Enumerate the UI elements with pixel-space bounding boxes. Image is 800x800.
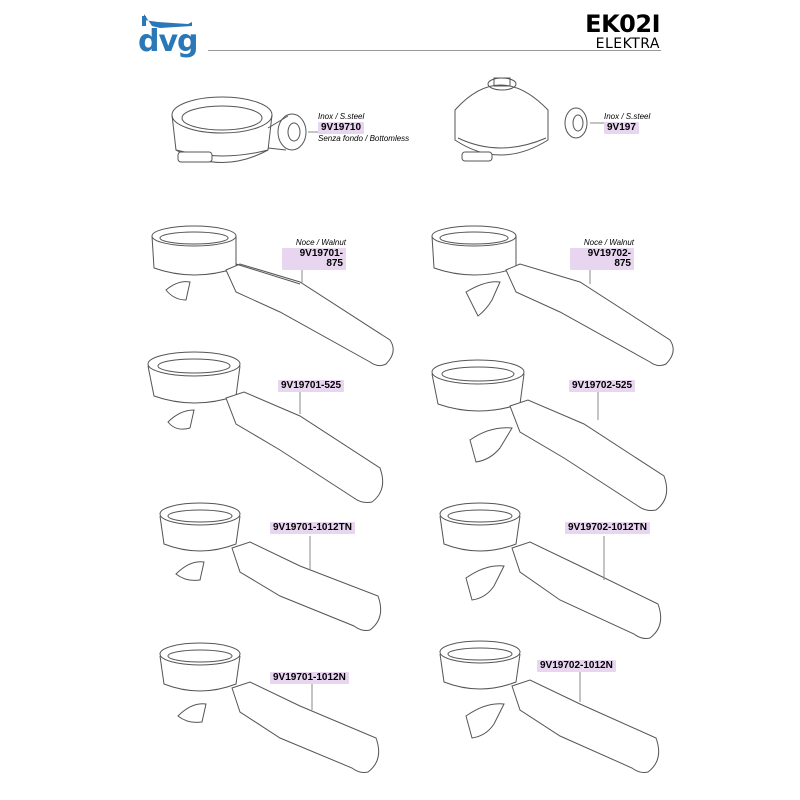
part-code: 9V19702-875	[570, 248, 634, 270]
callout-p2: Inox / S.steel 9V197	[604, 112, 650, 134]
callout-p7: 9V19701-1012TN	[270, 522, 355, 534]
brand-name: dvg	[138, 24, 199, 59]
callout-p4: Noce / Walnut 9V19702-875	[570, 238, 634, 270]
portafilter-1012tn-double-drawing	[439, 502, 662, 639]
callout-p9: 9V19701-1012N	[270, 672, 349, 684]
callout-p6: 9V19702-525	[569, 380, 636, 392]
part-code: 9V19701-525	[278, 380, 345, 392]
portafilter-walnut-single-drawing	[151, 225, 394, 367]
portafilter-1012tn-single-drawing	[159, 502, 382, 631]
part-code: 9V19702-1012N	[537, 660, 616, 672]
callout-p5: 9V19701-525	[278, 380, 345, 392]
part-code: 9V19702-1012TN	[565, 522, 650, 534]
callout-p10: 9V19702-1012N	[537, 660, 616, 672]
callout-p3: Noce / Walnut 9V19701-875	[282, 238, 346, 270]
callout-p1: Inox / S.steel 9V19710 Senza fondo / Bot…	[318, 112, 409, 144]
part-code: 9V19701-1012N	[270, 672, 349, 684]
portafilter-525-double-drawing	[431, 359, 668, 511]
closed-body-drawing	[454, 77, 604, 162]
model-series: ELEKTRA	[595, 36, 660, 52]
header-divider	[208, 50, 661, 51]
part-code: 9V19710	[318, 122, 365, 134]
part-code: 9V19701-1012TN	[270, 522, 355, 534]
material-label: Noce / Walnut	[295, 238, 346, 247]
callout-p8: 9V19702-1012TN	[565, 522, 650, 534]
model-code: EK02I	[585, 10, 660, 38]
portafilter-1012n-double-drawing	[439, 640, 660, 773]
portafilter-525-single-drawing	[147, 351, 384, 503]
portafilter-1012n-single-drawing	[159, 642, 380, 773]
material-label: Inox / S.steel	[604, 112, 651, 121]
dvg-logo-icon	[142, 14, 192, 28]
material-label: Inox / S.steel	[318, 112, 365, 121]
note-label: Senza fondo / Bottomless	[318, 134, 410, 143]
part-code: 9V19701-875	[282, 248, 346, 270]
part-code: 9V197	[604, 122, 639, 134]
bottomless-ring-drawing	[171, 96, 318, 163]
material-label: Noce / Walnut	[583, 238, 634, 247]
part-code: 9V19702-525	[569, 380, 636, 392]
portafilter-walnut-double-drawing	[431, 225, 674, 367]
